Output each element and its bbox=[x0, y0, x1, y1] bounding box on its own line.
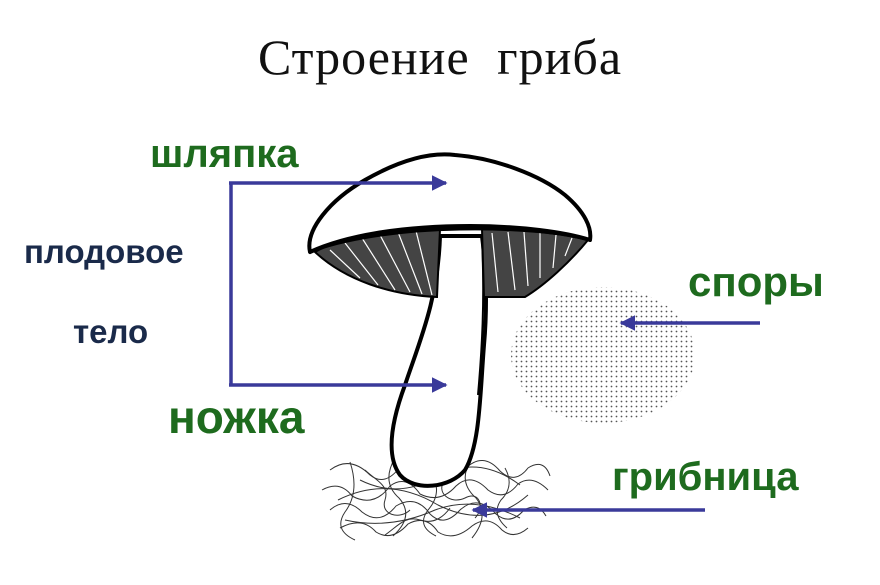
fruiting-body-label-line2: тело bbox=[73, 313, 149, 350]
fruiting-body-label-line1: плодовое bbox=[24, 233, 184, 270]
cap-label: шляпка bbox=[150, 132, 299, 176]
spores-cloud bbox=[511, 287, 695, 423]
mushroom-cap-edge bbox=[309, 227, 591, 254]
spores-label: споры bbox=[688, 258, 824, 305]
diagram-title: Строение гриба bbox=[257, 29, 623, 85]
mushroom-stem bbox=[389, 234, 488, 488]
gill-lines bbox=[329, 230, 573, 296]
arrows bbox=[229, 175, 760, 518]
mushroom-cap bbox=[307, 152, 593, 254]
mycelium-label: грибница bbox=[612, 455, 799, 499]
stem-label: ножка bbox=[168, 391, 305, 443]
